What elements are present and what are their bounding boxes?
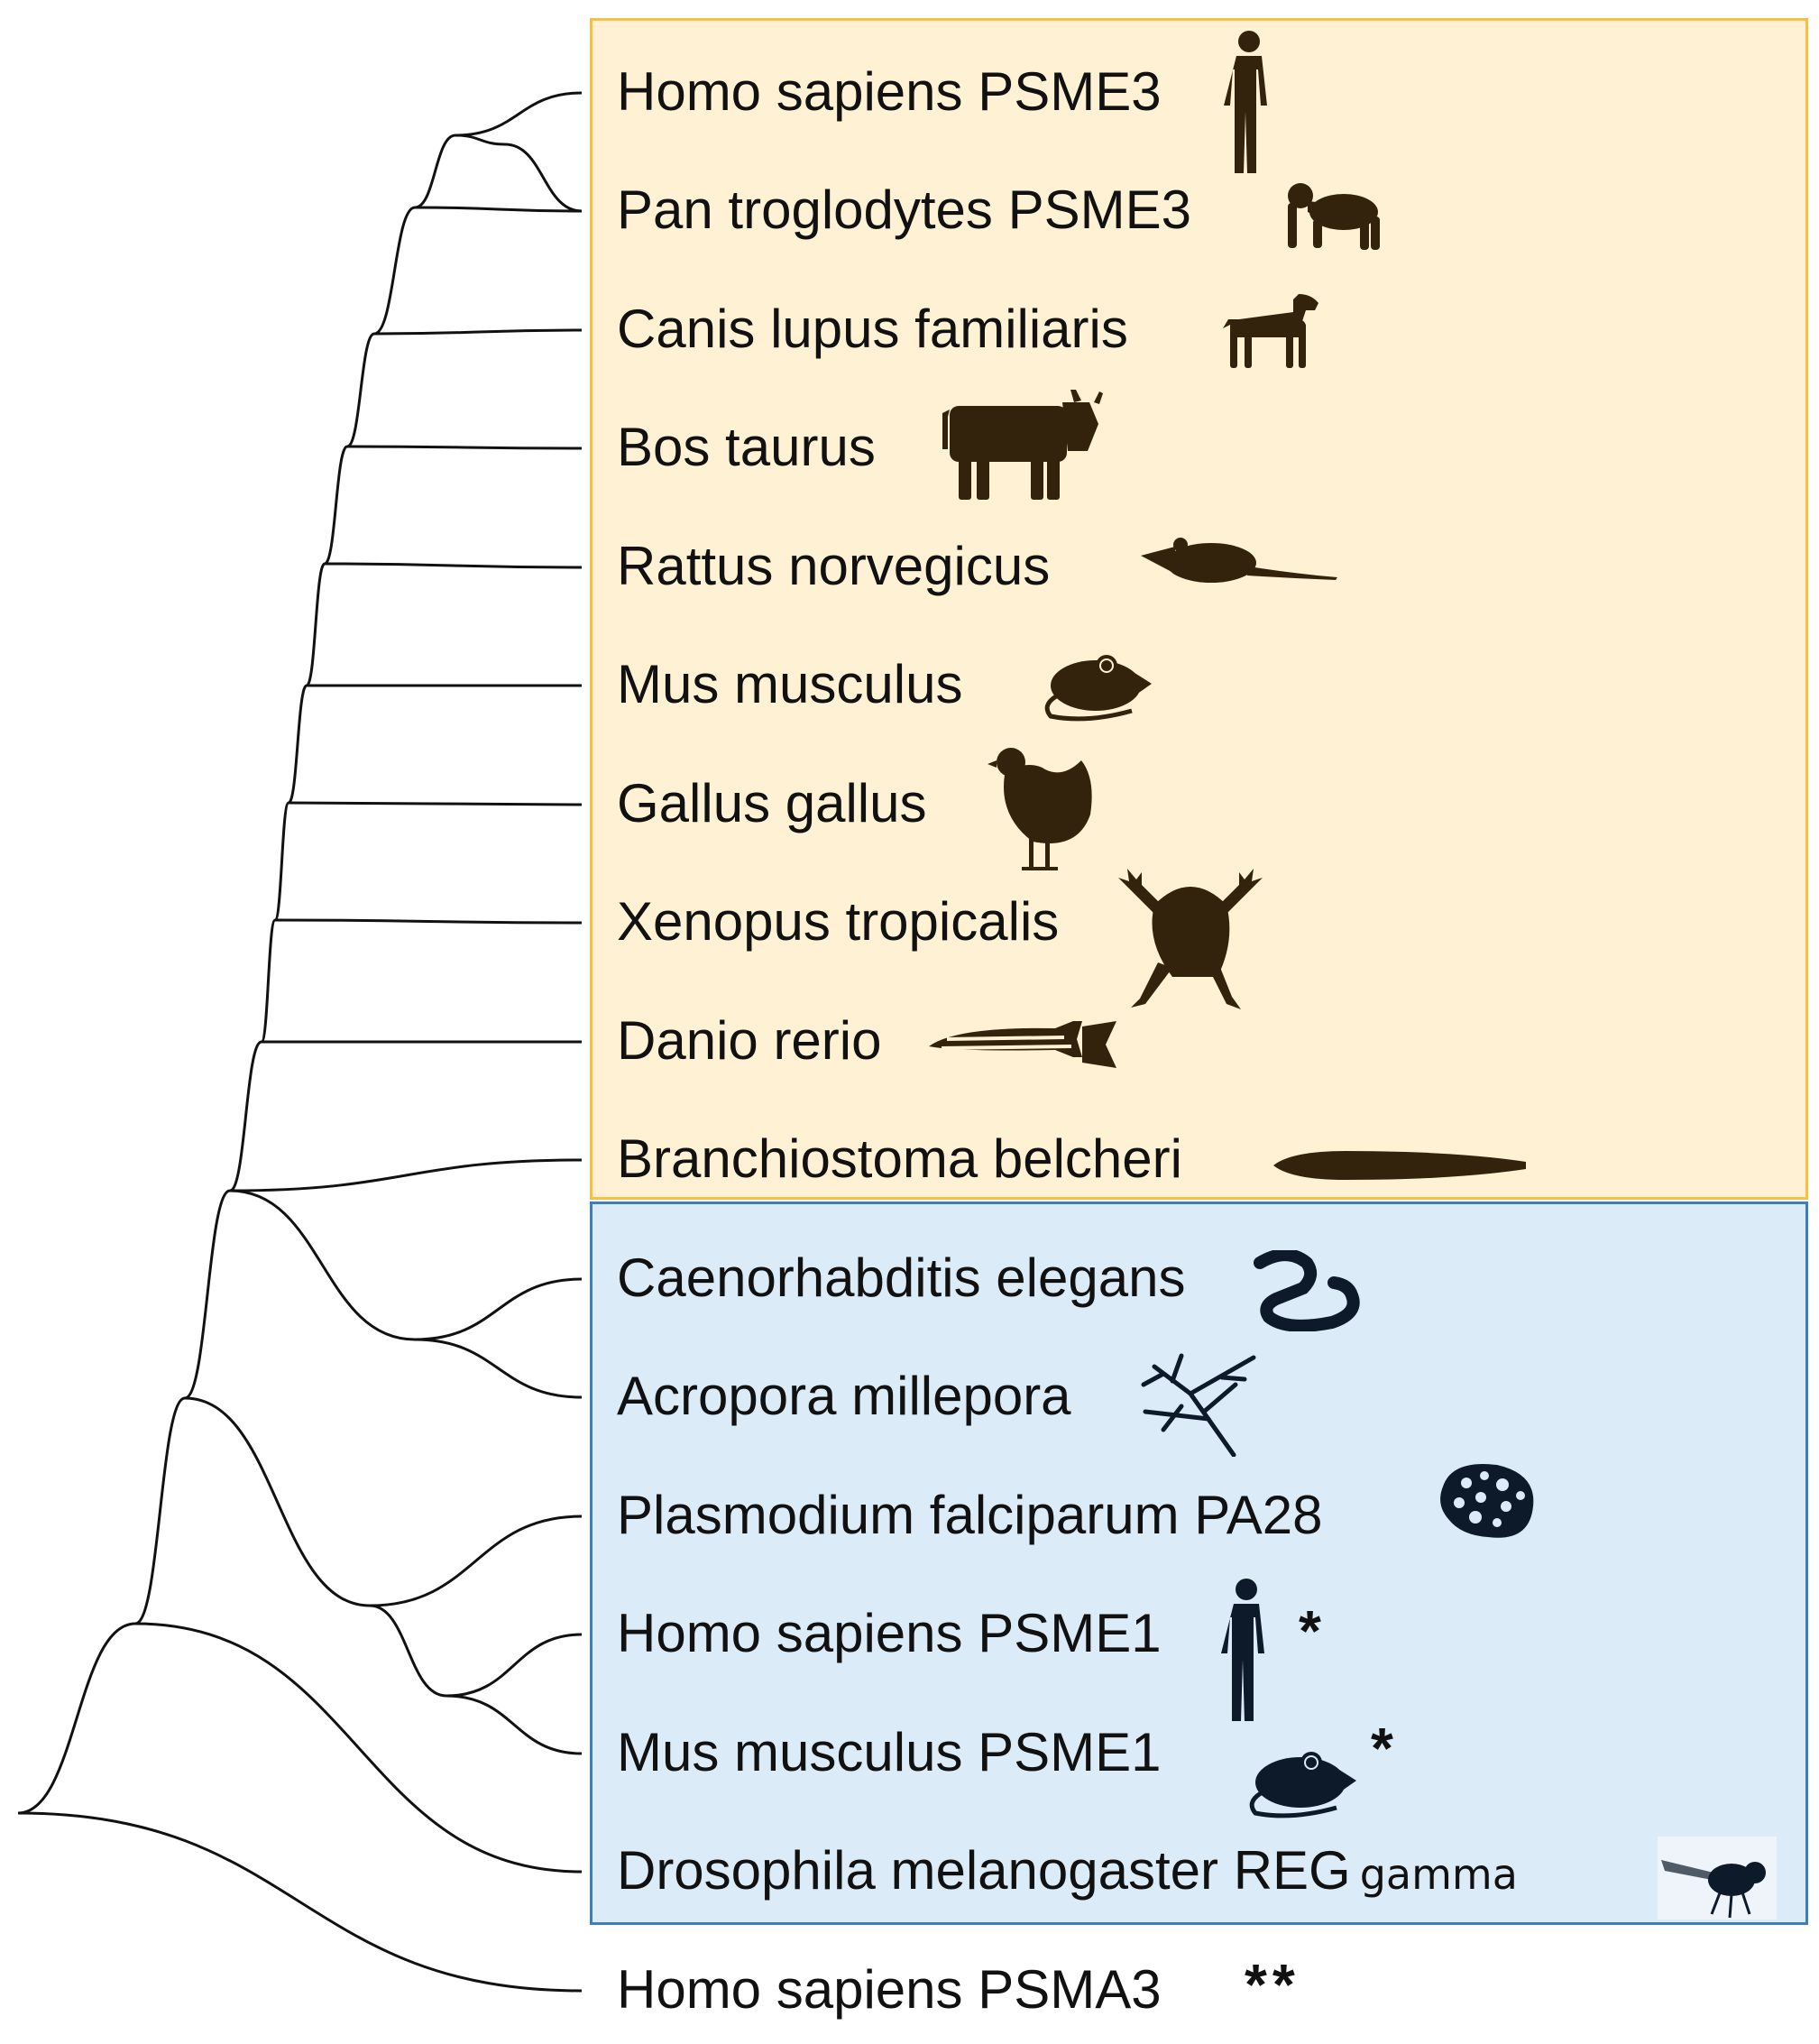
asterisk-mark-homo-sapiens-psma3: **	[1245, 1952, 1300, 2017]
tree-branch	[455, 91, 583, 137]
taxon-label-homo-sapiens-psma3: Homo sapiens PSMA3	[617, 1959, 1162, 2020]
taxon-label-caenorhabditis-elegans: Caenorhabditis elegans	[617, 1248, 1186, 1308]
tree-branch	[17, 1622, 136, 1815]
tree-branch	[446, 1633, 583, 1698]
plasmodium-icon	[1440, 1464, 1534, 1538]
tree-branch	[504, 143, 583, 213]
tree-branch	[287, 684, 308, 805]
tree-branch	[17, 1811, 583, 1993]
tree-branch	[229, 1158, 583, 1192]
taxon-label-branchiostoma-belcheri: Branchiostoma belcheri	[617, 1128, 1182, 1189]
tree-branch	[184, 1396, 371, 1607]
tree-branch	[369, 1604, 447, 1698]
invertebrate-group-box	[590, 1202, 1808, 1925]
taxon-label-acropora-millepora: Acropora millepora	[617, 1366, 1071, 1426]
human-icon	[1221, 1579, 1264, 1721]
mouse-icon	[1249, 1752, 1356, 1818]
fruit-fly-icon	[1661, 1860, 1766, 1919]
taxon-label-homo-sapiens-psme1: Homo sapiens PSME1	[617, 1603, 1162, 1663]
taxon-label-rattus-norvegicus: Rattus norvegicus	[617, 536, 1051, 596]
mouse-icon	[1044, 655, 1152, 722]
tree-branch	[134, 1622, 583, 1874]
frog-icon	[1118, 869, 1263, 1009]
cow-icon	[942, 390, 1103, 500]
taxon-label-mus-musculus-psme1: Mus musculus PSME1	[617, 1722, 1162, 1782]
taxon-label-bos-taurus: Bos taurus	[617, 417, 876, 477]
zebrafish-icon	[929, 1021, 1116, 1068]
tree-branch	[273, 801, 290, 922]
taxon-label-drosophila-suffix: gamma	[1359, 1850, 1518, 1899]
taxon-label-drosophila-main: Drosophila melanogaster REG	[617, 1840, 1351, 1901]
asterisk-mark-homo-sapiens-psme1: *	[1299, 1598, 1321, 1663]
tree-branch	[274, 918, 583, 925]
taxon-label-pan-troglodytes-psme3: Pan troglodytes PSME3	[617, 180, 1192, 240]
taxon-label-canis-lupus-familiaris: Canis lupus familiaris	[617, 299, 1128, 359]
taxon-label-danio-rerio: Danio rerio	[617, 1010, 882, 1071]
tree-branch	[414, 134, 456, 209]
tree-branch	[414, 206, 583, 213]
rat-icon	[1141, 538, 1337, 583]
human-icon	[1224, 31, 1267, 173]
tree-branch	[414, 1277, 583, 1341]
tree-branch	[184, 1189, 231, 1400]
lancelet-icon	[1273, 1151, 1526, 1180]
worm-icon	[1254, 1250, 1360, 1331]
chimpanzee-icon	[1288, 183, 1380, 250]
tree-branch	[229, 1189, 416, 1341]
coral-icon	[1141, 1353, 1256, 1457]
tree-branch	[455, 134, 506, 146]
dog-icon	[1223, 294, 1318, 368]
tree-branch	[414, 1338, 583, 1399]
tree-branch	[323, 445, 349, 566]
tree-branch	[305, 562, 326, 687]
tree-branch	[346, 445, 583, 450]
tree-branch	[324, 562, 583, 569]
tree-branch	[229, 1040, 262, 1192]
taxon-label-homo-sapiens-psme3: Homo sapiens PSME3	[617, 61, 1162, 122]
tree-branch	[288, 801, 583, 806]
tree-branch	[373, 206, 416, 336]
taxon-label-gallus-gallus: Gallus gallus	[617, 773, 927, 833]
taxon-label-xenopus-tropicalis: Xenopus tropicalis	[617, 891, 1060, 952]
chicken-icon	[988, 748, 1092, 870]
tree-branch	[260, 918, 277, 1044]
vertebrate-group-box	[590, 18, 1808, 1200]
tree-branch	[446, 1694, 583, 1755]
tree-branch	[373, 328, 583, 336]
taxon-label-plasmodium-falciparum-pa28: Plasmodium falciparum PA28	[617, 1485, 1323, 1545]
tree-branch	[369, 1515, 583, 1607]
tree-branch	[346, 332, 375, 448]
tree-branch	[134, 1396, 186, 1625]
taxon-label-mus-musculus: Mus musculus	[617, 654, 963, 714]
asterisk-mark-mus-musculus-psme1: *	[1371, 1716, 1393, 1781]
